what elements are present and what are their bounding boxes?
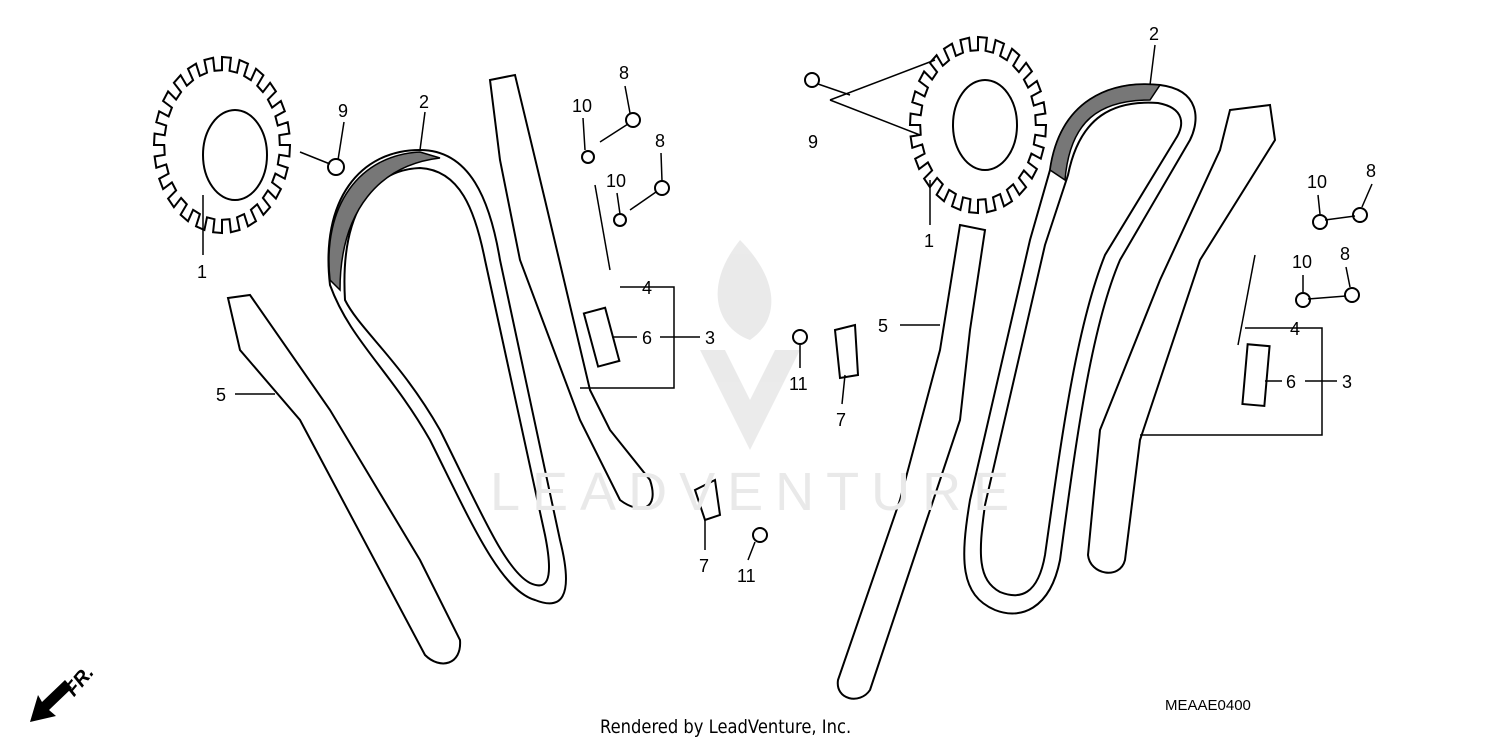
chain-guide-left — [226, 293, 462, 665]
spring-left — [594, 184, 611, 271]
callout-8: 8 — [1366, 161, 1376, 181]
callout-3: 3 — [1342, 372, 1352, 392]
leader-lines — [202, 44, 1373, 561]
sprocket-hub-left — [202, 109, 268, 201]
callout-5: 5 — [216, 385, 226, 405]
callout-6: 6 — [642, 328, 652, 348]
cam-chain-right — [963, 83, 1197, 615]
bolts — [299, 72, 1368, 543]
callout-1: 1 — [197, 262, 207, 282]
callouts-left: 1 2 9 10 8 8 10 4 6 3 5 7 11 11 7 — [197, 63, 846, 586]
callout-7: 7 — [699, 556, 709, 576]
callout-10: 10 — [1307, 172, 1327, 192]
tensioner-arm-right — [1086, 103, 1277, 574]
spring-right — [1237, 254, 1256, 346]
callouts-right: 9 2 1 5 10 8 10 8 4 6 3 — [808, 24, 1376, 392]
callout-10: 10 — [606, 171, 626, 191]
watermark-logo — [700, 240, 800, 450]
sprocket-hub-right — [952, 79, 1018, 171]
footer-credit: Rendered by LeadVenture, Inc. — [600, 716, 852, 738]
callout-7: 7 — [836, 410, 846, 430]
callout-6: 6 — [1286, 372, 1296, 392]
callout-8: 8 — [619, 63, 629, 83]
callout-11: 11 — [789, 374, 808, 394]
callout-8: 8 — [655, 131, 665, 151]
callout-8: 8 — [1340, 244, 1350, 264]
cam-chain-left — [327, 148, 567, 605]
callout-4: 4 — [1290, 319, 1300, 339]
callout-2: 2 — [1149, 24, 1159, 44]
callout-3: 3 — [705, 328, 715, 348]
callout-9: 9 — [808, 132, 818, 152]
watermark: LEADVENTURE — [490, 462, 1021, 522]
front-direction-arrow-icon — [30, 680, 72, 722]
chain-guide-right — [836, 223, 987, 700]
callout-5: 5 — [878, 316, 888, 336]
collar-right — [1241, 343, 1271, 408]
callout-10: 10 — [1292, 252, 1312, 272]
tensioner-arm-left — [488, 73, 654, 510]
callout-4: 4 — [642, 278, 652, 298]
callout-10: 10 — [572, 96, 592, 116]
callout-2: 2 — [419, 92, 429, 112]
diagram-code: MEAAE0400 — [1165, 697, 1251, 714]
collar-left — [582, 306, 621, 368]
callout-1: 1 — [924, 231, 934, 251]
callout-9: 9 — [338, 101, 348, 121]
callout-11: 11 — [737, 566, 756, 586]
